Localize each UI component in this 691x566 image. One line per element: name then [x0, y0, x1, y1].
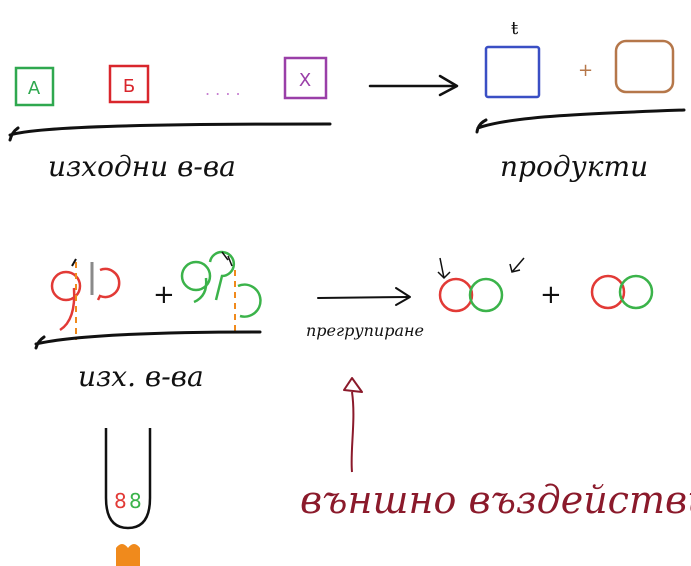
- product-plus: +: [578, 60, 593, 81]
- product-box-blue: [484, 45, 541, 99]
- product-mark: ŧ: [511, 18, 519, 39]
- reactant-molecule-2: [180, 250, 262, 335]
- reactants-caption: изходни в-ва: [48, 150, 236, 183]
- test-tube-icon: 8 8: [104, 428, 152, 566]
- reactant-dots: . . . .: [205, 80, 241, 99]
- products-bracket: [475, 108, 686, 134]
- reactant-box-b-label: Б: [123, 76, 135, 97]
- reaction-bracket: [34, 330, 262, 350]
- svg-text:8: 8: [114, 489, 127, 513]
- reactant-box-a-label: A: [28, 78, 41, 99]
- reactant-box-a: A: [14, 66, 55, 107]
- main-arrow: [368, 74, 459, 97]
- product-molecule-1: [437, 257, 525, 313]
- reaction-caption: изх. в-ва: [78, 360, 204, 393]
- external-label: външно въздействие: [300, 478, 691, 522]
- svg-text:8: 8: [129, 489, 142, 513]
- regroup-arrow: [317, 287, 411, 306]
- regroup-label: прегрупиране: [306, 321, 424, 340]
- reactant-box-x: X: [283, 56, 328, 100]
- reactant-molecule-1: [50, 258, 121, 340]
- product-molecule-2: [590, 274, 654, 310]
- products-caption: продукти: [500, 150, 648, 183]
- reaction-plus-1: +: [153, 280, 175, 310]
- external-arrow: [343, 377, 363, 473]
- reaction-plus-2: +: [540, 280, 562, 310]
- reactants-bracket: [8, 122, 332, 142]
- product-box-brown: [614, 39, 675, 94]
- reactant-box-b: Б: [108, 64, 150, 104]
- reactant-box-x-label: X: [299, 70, 311, 91]
